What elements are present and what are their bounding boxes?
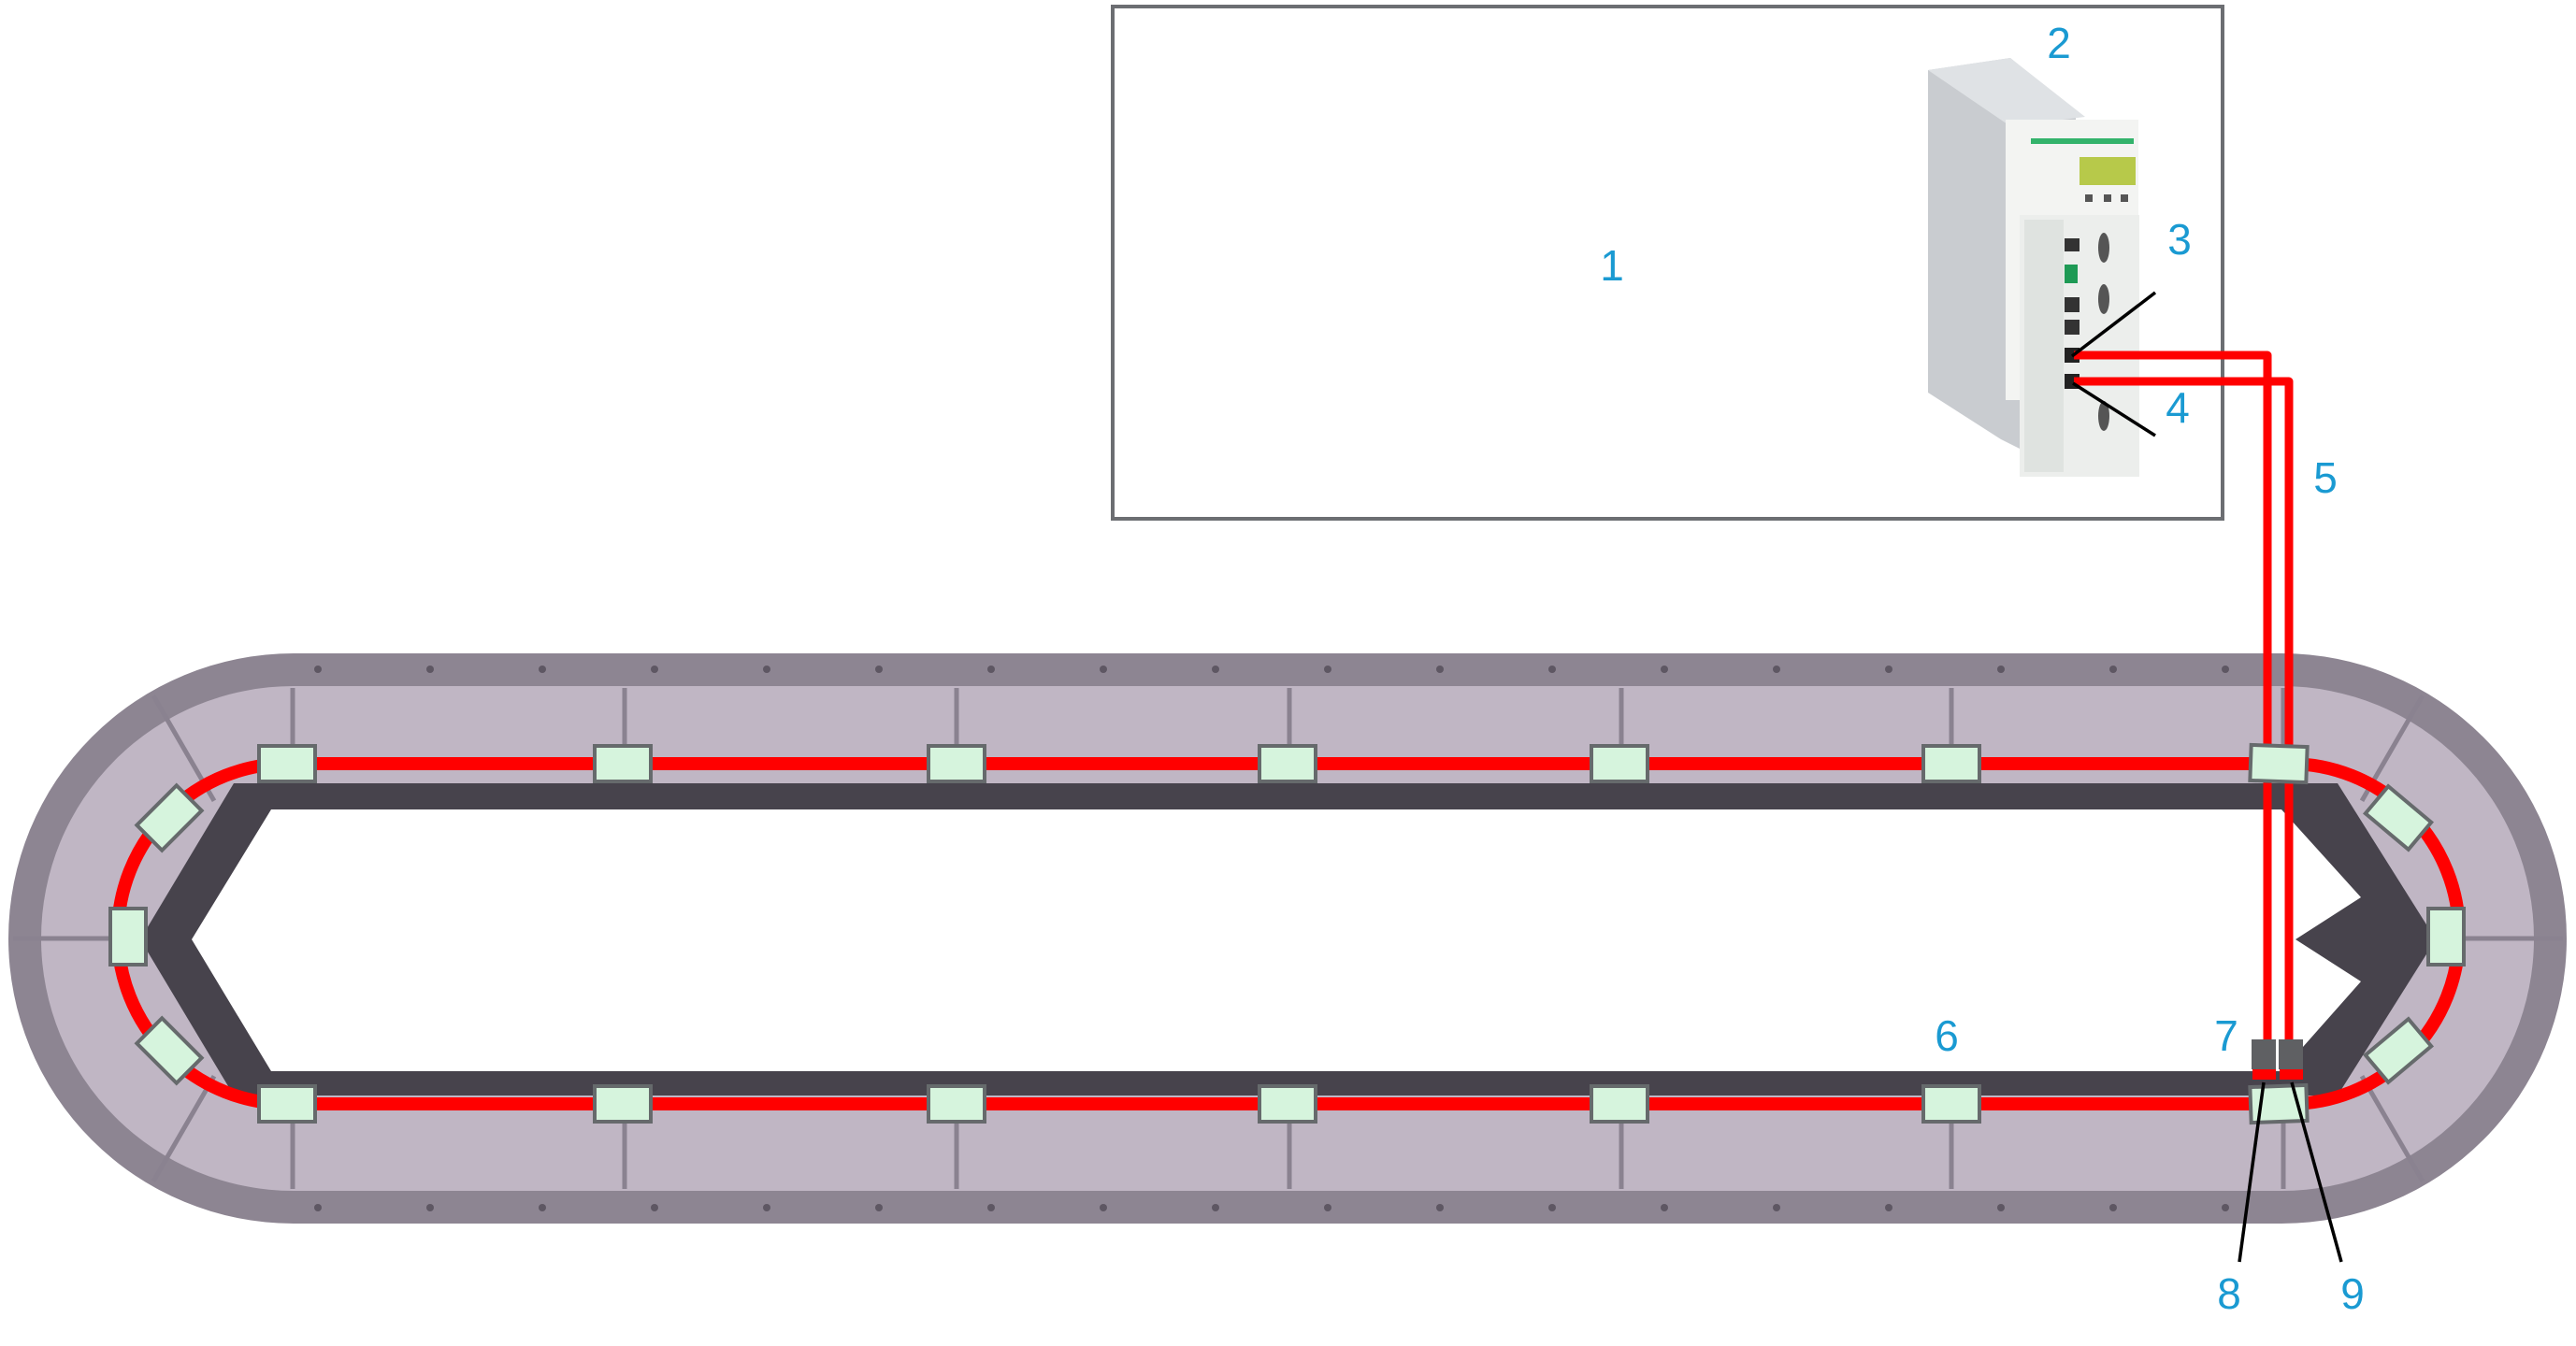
bolt [314, 666, 322, 673]
bolt [763, 1204, 770, 1211]
label-6-track: 6 [1935, 1011, 1959, 1060]
bolt [1436, 1204, 1444, 1211]
mover [1258, 1084, 1317, 1124]
bolt [987, 1204, 995, 1211]
cable-a [2074, 351, 2272, 1045]
bolt [2109, 1204, 2117, 1211]
segment-divider [2359, 1074, 2425, 1183]
bolt [1661, 1204, 1668, 1211]
bolt [426, 1204, 434, 1211]
bolt [426, 666, 434, 673]
bolt [2222, 1204, 2229, 1211]
track [8, 653, 2567, 1224]
bolt [2222, 666, 2229, 673]
mover [2426, 907, 2466, 967]
bolt [1548, 1204, 1556, 1211]
bolt [875, 666, 883, 673]
label-9-connector: 9 [2340, 1269, 2365, 1318]
mover [134, 1015, 205, 1086]
mover [1921, 744, 1981, 783]
leader-8 [2238, 1081, 2266, 1263]
label-4-port: 4 [2166, 383, 2190, 432]
bolt [1997, 666, 2005, 673]
mover [2362, 783, 2435, 852]
mover [2248, 1082, 2310, 1125]
controller-device [1928, 58, 2139, 477]
connector-b [2279, 1039, 2303, 1069]
leader-3 [2070, 291, 2157, 358]
mover [593, 1084, 653, 1124]
bolt [651, 1204, 658, 1211]
bolt [1773, 1204, 1780, 1211]
label-2-controller: 2 [2047, 19, 2071, 67]
bolt [1548, 666, 1556, 673]
mover [1590, 1084, 1649, 1124]
mover [1590, 744, 1649, 783]
bolt [314, 1204, 322, 1211]
bolt [1100, 1204, 1107, 1211]
bolt [651, 666, 658, 673]
bolt [1773, 666, 1780, 673]
cable-b [2074, 377, 2294, 1045]
bolt [875, 1204, 883, 1211]
connector-a [2252, 1039, 2276, 1069]
bolt [1324, 666, 1331, 673]
bolt [763, 666, 770, 673]
mover [2248, 742, 2310, 785]
segment-divider [151, 1074, 217, 1183]
label-5-cables: 5 [2313, 453, 2338, 502]
bolt [1885, 1204, 1892, 1211]
bolt [1324, 1204, 1331, 1211]
leader-4 [2072, 381, 2156, 437]
label-7-connection: 7 [2214, 1011, 2238, 1060]
label-3-port: 3 [2167, 215, 2192, 264]
bolt [1212, 1204, 1219, 1211]
bolt [987, 666, 995, 673]
bolt [539, 1204, 546, 1211]
mover [1258, 744, 1317, 783]
bolt [1661, 666, 1668, 673]
bolt [1885, 666, 1892, 673]
mover [134, 782, 205, 853]
bolt [1997, 1204, 2005, 1211]
bolt [1212, 666, 1219, 673]
mover [257, 1084, 317, 1124]
mover [927, 744, 986, 783]
track-center-opening [192, 809, 2361, 1071]
leader-9 [2290, 1081, 2343, 1263]
bolt [1100, 666, 1107, 673]
lcd-display [2080, 157, 2136, 185]
control-cabinet-box [1111, 5, 2224, 521]
bolt [1436, 666, 1444, 673]
mover [257, 744, 317, 783]
mover-connection [2252, 1039, 2303, 1080]
label-8-connector: 8 [2217, 1269, 2241, 1318]
mover [593, 744, 653, 783]
mover [108, 907, 148, 967]
mover [1921, 1084, 1981, 1124]
mover [2362, 1016, 2435, 1085]
label-1-cabinet: 1 [1600, 241, 1624, 290]
bolt [2109, 666, 2117, 673]
mover [927, 1084, 986, 1124]
bolt [539, 666, 546, 673]
